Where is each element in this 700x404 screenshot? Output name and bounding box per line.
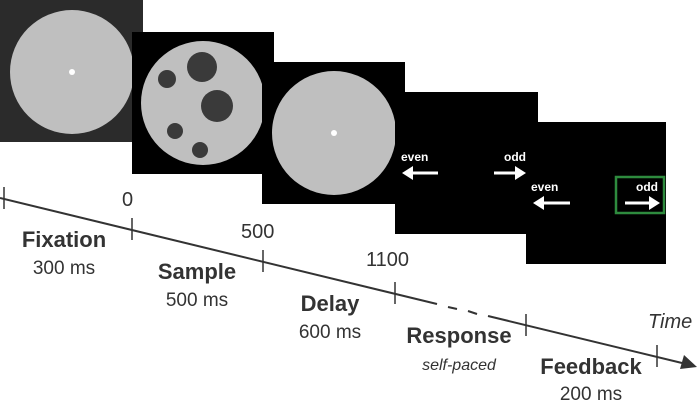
timeline-segment <box>487 315 683 364</box>
feedback-even-label: even <box>531 180 558 194</box>
feedback-highlight-box <box>614 175 666 215</box>
time-axis-label: Time <box>648 311 692 333</box>
phase-duration-sample: 500 ms <box>166 290 228 311</box>
response-screen-background <box>395 92 538 234</box>
phase-name-sample: Sample <box>158 259 236 284</box>
sample-dot <box>201 90 233 122</box>
feedback-screen-background <box>526 122 666 264</box>
tick-label-0: 0 <box>122 189 133 211</box>
phase-duration-feedback: 200 ms <box>560 384 622 404</box>
timeline-ticks <box>3 187 658 367</box>
right-arrow-icon <box>625 196 660 210</box>
timeline-axis <box>0 197 683 364</box>
timeline-dash <box>447 306 458 310</box>
sample-screen <box>132 32 274 174</box>
timeline-dash <box>467 310 478 315</box>
phase-duration-fixation: 300 ms <box>33 258 95 279</box>
phase-name-feedback: Feedback <box>540 354 642 379</box>
sample-dot <box>158 70 176 88</box>
left-arrow-icon <box>533 196 570 210</box>
phase-duration-delay: 600 ms <box>299 322 361 343</box>
feedback-odd-label: odd <box>636 180 658 194</box>
feedback-screen: even odd <box>526 122 666 264</box>
sample-dot <box>167 123 183 139</box>
tick-label-500: 500 <box>241 221 274 243</box>
delay-fixation-dot <box>331 130 337 136</box>
response-even-label: even <box>401 150 428 164</box>
response-screen: even odd <box>395 92 538 234</box>
right-arrow-icon <box>494 166 526 180</box>
phase-labels: Fixation 300 ms Sample 500 ms Delay 600 … <box>22 227 643 404</box>
phase-name-fixation: Fixation <box>22 227 106 252</box>
left-arrow-icon <box>402 166 438 180</box>
phase-name-response: Response <box>406 323 511 348</box>
delay-screen <box>262 62 405 204</box>
phase-name-delay: Delay <box>301 291 360 316</box>
timeline-arrowhead-icon <box>680 355 697 369</box>
fixation-screen <box>0 0 143 142</box>
sample-dot <box>187 52 217 82</box>
response-odd-label: odd <box>504 150 526 164</box>
phase-duration-response: self-paced <box>422 357 497 374</box>
sample-dot <box>192 142 208 158</box>
tick-label-1100: 1100 <box>366 249 409 271</box>
timeline-segment <box>0 197 438 305</box>
fixation-dot <box>69 69 75 75</box>
